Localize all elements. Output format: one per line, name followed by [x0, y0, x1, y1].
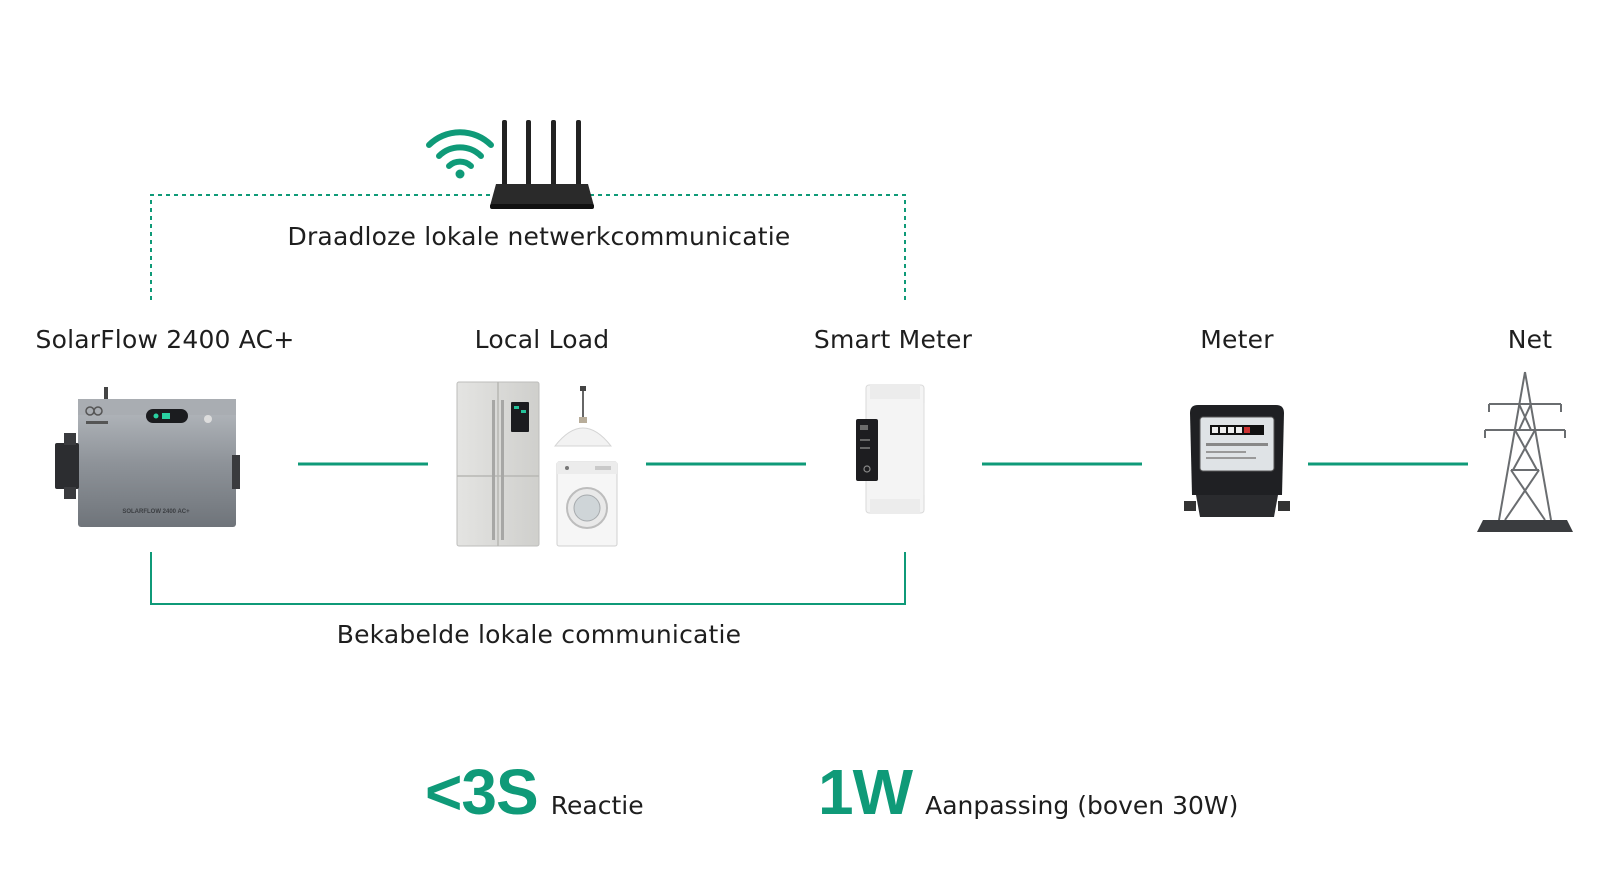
stat-response: <3S Reactie — [425, 755, 644, 829]
node-label-local-load: Local Load — [474, 325, 610, 354]
power-pylon-icon — [1475, 370, 1575, 540]
stat-label: Reactie — [550, 791, 644, 820]
router-icon — [490, 120, 594, 209]
wireless-communication-label: Draadloze lokale netwerkcommunicatie — [287, 222, 791, 251]
wifi-icon — [426, 129, 494, 179]
electricity-meter-icon — [1182, 403, 1292, 523]
stat-value: <3S — [425, 756, 539, 828]
wired-path — [150, 552, 906, 605]
smart-meter-icon — [850, 383, 940, 518]
node-label-solarflow: SolarFlow 2400 AC+ — [35, 325, 295, 354]
battery-inverter-icon: SOLARFLOW 2400 AC+ — [50, 385, 240, 545]
stat-value: 1W — [818, 756, 913, 828]
appliances-icon — [455, 380, 625, 550]
wired-communication-label: Bekabelde lokale communicatie — [336, 620, 742, 649]
node-label-meter: Meter — [1200, 325, 1274, 354]
node-label-net: Net — [1507, 325, 1553, 354]
stat-adjustment: 1W Aanpassing (boven 30W) — [818, 755, 1238, 829]
stat-label: Aanpassing (boven 30W) — [925, 791, 1239, 820]
device-brand-text: SOLARFLOW 2400 AC+ — [122, 509, 190, 515]
node-label-smart-meter: Smart Meter — [813, 325, 973, 354]
